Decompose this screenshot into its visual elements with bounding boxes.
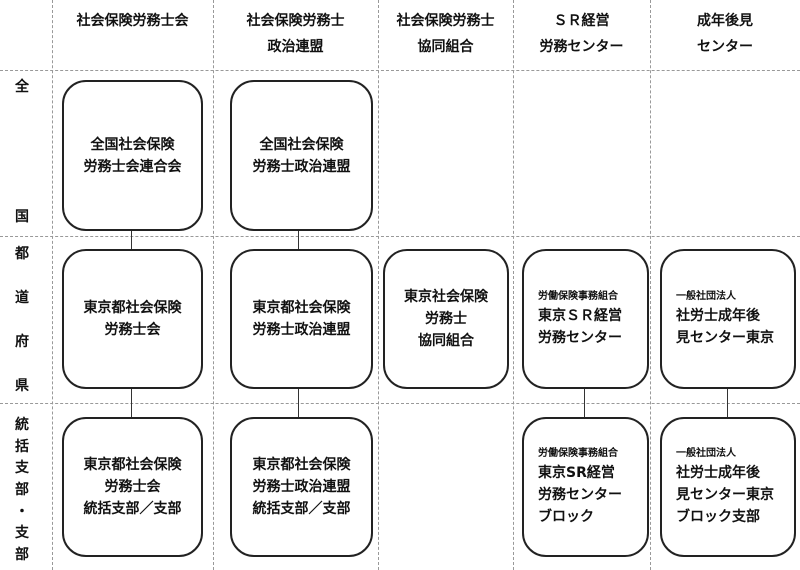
connector [131,388,132,418]
column-header-seinen-kouken: 成年後見センター [697,13,753,55]
grid-line [650,0,651,570]
grid-line [513,0,514,570]
org-box-tokyo-cooperative: 東京社会保険労務士協同組合 [383,249,509,389]
connector [727,388,728,418]
row-label-prefecture: 都道府県 [15,246,29,394]
grid-line [213,0,214,570]
org-box-national-federation: 全国社会保険労務士会連合会 [62,80,203,231]
grid-line [378,0,379,570]
row-label-branch: 統括支部・支部 [15,417,29,563]
row-label-national: 全国 [15,79,29,225]
connector [584,388,585,418]
connector [131,230,132,250]
connector [298,388,299,418]
grid-line [0,236,800,237]
org-box-national-political-league: 全国社会保険労務士政治連盟 [230,80,373,231]
org-box-tokyo-seinen-kouken: 一般社団法人社労士成年後見センター東京 [660,249,796,389]
column-header-sr-center: ＳＲ経営労務センター [539,13,624,55]
org-box-sr-center-block: 労働保険事務組合東京SR経営労務センターブロック [522,417,649,557]
org-box-tokyo-political-league: 東京都社会保険労務士政治連盟 [230,249,373,389]
org-box-sharoshikai-branch: 東京都社会保険労務士会統括支部／支部 [62,417,203,557]
org-box-political-league-branch: 東京都社会保険労務士政治連盟統括支部／支部 [230,417,373,557]
column-header-kyodo-kumiai: 社会保険労務士協同組合 [396,13,495,55]
grid-line [0,70,800,71]
org-box-tokyo-sharoshikai: 東京都社会保険労務士会 [62,249,203,389]
org-box-tokyo-sr-center: 労働保険事務組合東京ＳＲ経営労務センター [522,249,649,389]
connector [298,230,299,250]
column-header-sharoshikai: 社会保険労務士会 [76,13,189,29]
column-header-seiji-renmei: 社会保険労務士政治連盟 [246,13,345,55]
grid-line [0,403,800,404]
grid-line [52,0,53,570]
org-box-seinen-kouken-block: 一般社団法人社労士成年後見センター東京ブロック支部 [660,417,796,557]
